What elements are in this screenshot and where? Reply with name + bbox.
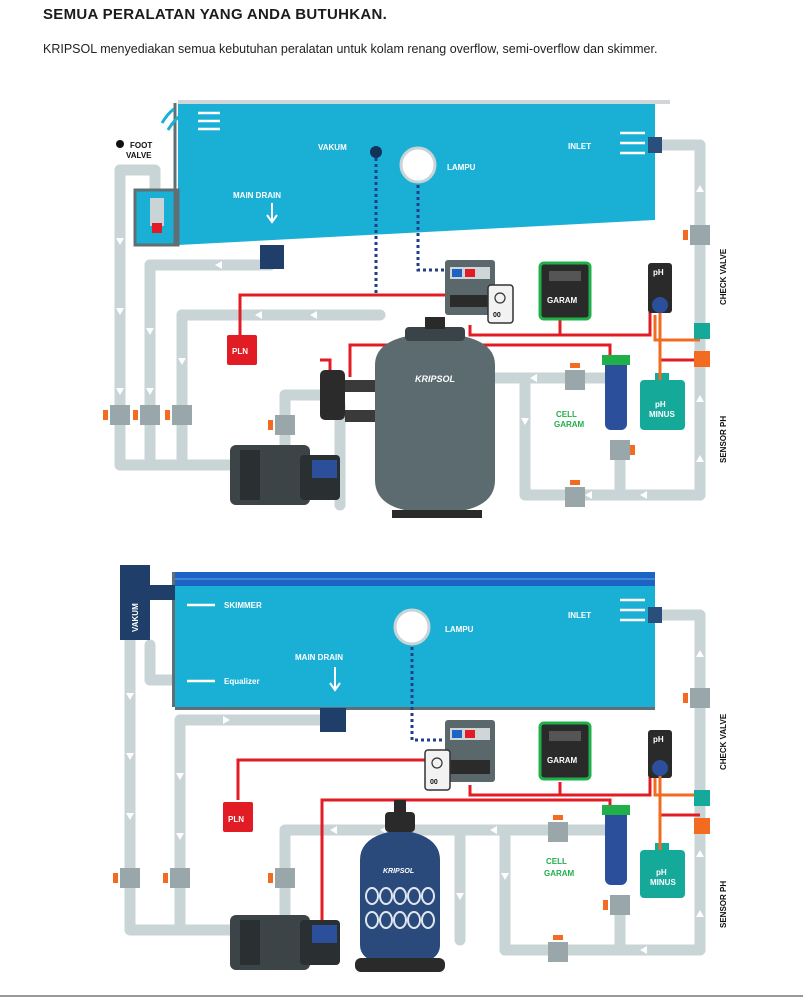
ph-label: pH	[653, 735, 664, 744]
inlet-label: INLET	[568, 611, 591, 620]
pln-power-source: PLN	[223, 802, 253, 832]
pool-inlet-arrows	[198, 111, 645, 155]
svg-text:00: 00	[430, 779, 438, 786]
ph-label: pH	[653, 268, 664, 277]
salt-cell: CELL GARAM	[554, 355, 630, 430]
sand-filter: KRIPSOL	[375, 317, 495, 518]
vakum-label: VAKUM	[318, 143, 347, 152]
pln-label: PLN	[232, 347, 248, 356]
skimmer-label: SKIMMER	[224, 601, 262, 610]
pool-pump	[230, 915, 340, 970]
main-drain-label: MAIN DRAIN	[295, 653, 343, 662]
foot-valve-dot	[116, 140, 124, 148]
control-box	[445, 720, 495, 782]
remote-control: 00	[424, 749, 451, 791]
salt-cell: CELL GARAM	[544, 805, 630, 885]
page-title: SEMUA PERALATAN YANG ANDA BUTUHKAN.	[43, 6, 388, 23]
pool-basin	[120, 565, 655, 710]
check-valve-label: CHECK VALVE	[719, 713, 728, 770]
sensor-ph-label: SENSOR PH	[719, 881, 728, 928]
lamp-icon	[399, 146, 437, 184]
check-valve-fitting	[694, 323, 710, 339]
lampu-label: LAMPU	[447, 163, 476, 172]
lamp-line	[416, 185, 445, 272]
ph-minus-tank: pH MINUS	[640, 373, 685, 430]
control-box	[445, 260, 495, 315]
foot-valve-label-2: VALVE	[126, 151, 152, 160]
valves	[103, 225, 710, 507]
valves	[113, 688, 710, 962]
side-labels: CHECK VALVE SENSOR PH	[719, 713, 728, 928]
lamp-line	[410, 647, 445, 742]
cell-garam-label-2: GARAM	[544, 869, 575, 878]
vakum-label: VAKUM	[131, 603, 140, 632]
page-subtitle: KRIPSOL menyediakan semua kebutuhan pera…	[43, 42, 658, 56]
ph-minus-label-2: MINUS	[650, 878, 676, 887]
footer-divider	[0, 995, 803, 997]
sensor-ph-fitting	[694, 818, 710, 834]
ph-pump: pH	[648, 730, 672, 778]
check-valve-fitting	[694, 790, 710, 806]
garam-controller: GARAM	[538, 261, 592, 321]
main-drain-arrow	[266, 203, 278, 224]
ph-minus-label-2: MINUS	[649, 410, 675, 419]
sensor-ph-fitting	[694, 351, 710, 367]
garam-label: GARAM	[547, 296, 578, 305]
vakum-port	[370, 146, 382, 158]
svg-text:00: 00	[493, 312, 501, 319]
water-drops	[160, 107, 181, 131]
sand-filter: KRIPSOL	[355, 800, 445, 972]
main-drain-arrow	[329, 667, 341, 692]
foot-valve-label: FOOT	[130, 141, 152, 150]
filter-brand: KRIPSOL	[383, 868, 414, 875]
multiport-valve	[320, 370, 375, 422]
inlet-fitting	[648, 607, 662, 623]
sensor-ph-label: SENSOR PH	[719, 416, 728, 463]
inlet-fitting	[648, 137, 662, 153]
pln-label: PLN	[228, 815, 244, 824]
main-drain-fitting	[320, 708, 346, 732]
equalizer-label: Equalizer	[224, 677, 260, 686]
skimmer-pool-diagram: VAKUM SKIMMER LAMPU INLET MAIN DRAIN Equ…	[113, 565, 728, 972]
pool-inlet-arrows	[187, 598, 645, 683]
check-valve-label: CHECK VALVE	[719, 248, 728, 305]
garam-controller: GARAM	[538, 721, 592, 781]
lamp-icon	[393, 608, 431, 646]
main-drain-fitting	[260, 245, 284, 269]
filter-brand: KRIPSOL	[415, 374, 455, 384]
inlet-label: INLET	[568, 142, 591, 151]
pipe-network	[124, 609, 706, 956]
cell-garam-label-2: GARAM	[554, 420, 585, 429]
remote-control: 00	[487, 284, 514, 324]
cell-garam-label: CELL	[546, 857, 567, 866]
ph-minus-label: pH	[656, 868, 667, 877]
main-drain-label: MAIN DRAIN	[233, 191, 281, 200]
overflow-pool-diagram: FOOT VALVE VAKUM LAMPU INLET MAIN DRAIN …	[103, 100, 728, 518]
ph-minus-tank: pH MINUS	[640, 843, 685, 898]
side-labels: CHECK VALVE SENSOR PH	[719, 248, 728, 463]
pool-pump	[230, 445, 340, 505]
ph-pump: pH	[648, 263, 672, 313]
garam-label: GARAM	[547, 756, 578, 765]
ph-minus-label: pH	[655, 400, 666, 409]
flow-arrows	[126, 650, 704, 954]
power-wires	[236, 758, 700, 920]
pipe-network	[114, 139, 706, 511]
cell-garam-label: CELL	[556, 410, 577, 419]
pln-power-source: PLN	[227, 335, 257, 365]
lampu-label: LAMPU	[445, 625, 474, 634]
